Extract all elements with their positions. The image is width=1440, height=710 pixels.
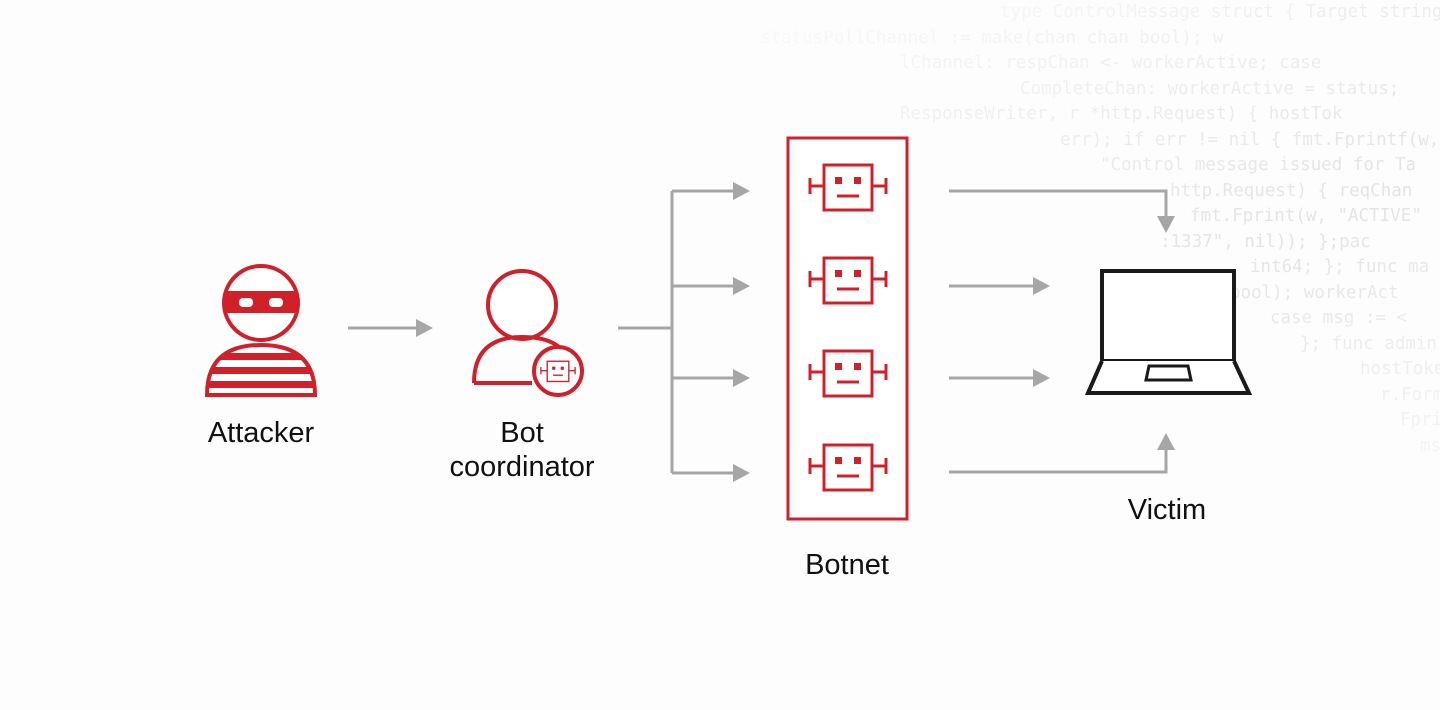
coordinator-label-line1: Bot bbox=[500, 417, 544, 449]
fan-out-arrows bbox=[618, 182, 750, 482]
bot-coordinator-icon bbox=[472, 269, 584, 397]
attacker-icon bbox=[204, 264, 318, 397]
coordinator-label-line2: coordinator bbox=[449, 451, 595, 483]
laptop-icon bbox=[1084, 269, 1253, 395]
botnet-label: Botnet bbox=[805, 549, 889, 581]
arrow-attacker-to-coordinator bbox=[348, 319, 433, 337]
victim-label: Victim bbox=[1127, 494, 1207, 526]
botnet-group bbox=[786, 136, 909, 521]
attack-arrows bbox=[949, 189, 1175, 474]
attacker-label: Attacker bbox=[207, 417, 315, 449]
